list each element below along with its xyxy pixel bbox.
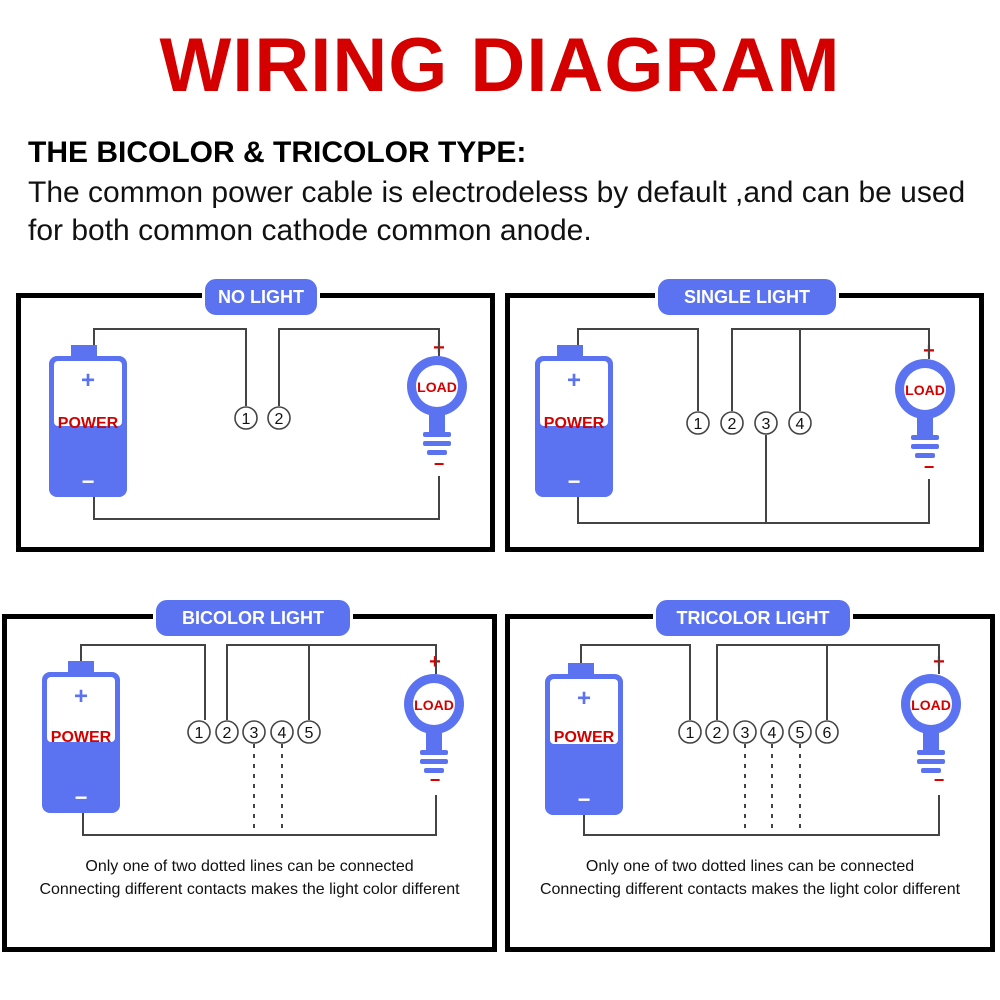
terminal-4-label: 4 (768, 725, 777, 742)
bulb-icon: LOAD + − (901, 651, 961, 790)
terminal-5-label: 5 (305, 725, 314, 742)
terminal-5[interactable]: 5 (297, 720, 321, 744)
terminal-2[interactable]: 2 (705, 720, 729, 744)
power-label: POWER (544, 415, 605, 432)
wire-power-to-1 (580, 644, 691, 720)
wire-power-to-1 (577, 328, 699, 411)
tricolor-dotted-wires (744, 744, 801, 835)
bicolor-note-line-1: Only one of two dotted lines can be conn… (85, 858, 414, 875)
terminal-3[interactable]: 3 (754, 411, 778, 435)
terminal-1[interactable]: 1 (234, 406, 258, 430)
terminal-4-label: 4 (278, 725, 287, 742)
panel-bicolor-light: + − POWER LOAD + − 1 (2, 597, 497, 952)
terminal-1[interactable]: 1 (686, 411, 710, 435)
battery-plus-sign: + (567, 367, 581, 394)
terminal-1[interactable]: 1 (187, 720, 211, 744)
wire-power-to-1 (93, 328, 247, 406)
terminal-2-label: 2 (713, 725, 722, 742)
battery-icon: + − POWER (545, 663, 623, 815)
tricolor-note-line-1: Only one of two dotted lines can be conn… (585, 858, 915, 875)
battery-minus-sign: − (568, 469, 581, 494)
wire-return (93, 476, 440, 520)
tricolor-light-circuit: + − POWER LOAD + − 1 (545, 644, 961, 836)
terminal-2[interactable]: 2 (720, 411, 744, 435)
panel-no-light: + − POWER LOAD + − 1 2 NO LIGHT (16, 276, 495, 552)
bulb-icon: LOAD + − (404, 651, 464, 790)
terminal-2[interactable]: 2 (215, 720, 239, 744)
terminal-1-label: 1 (694, 416, 703, 433)
panel-label-no-light: NO LIGHT (202, 276, 320, 318)
wire-2-to-load (278, 328, 440, 406)
terminal-4[interactable]: 4 (270, 720, 294, 744)
terminal-3-label: 3 (762, 416, 771, 433)
terminal-1-label: 1 (195, 725, 204, 742)
terminal-5-label: 5 (796, 725, 805, 742)
load-label: LOAD (414, 697, 454, 713)
terminal-1[interactable]: 1 (678, 720, 702, 744)
tricolor-light-wires (580, 644, 940, 836)
load-minus-sign: − (434, 454, 445, 474)
section-subtitle: THE BICOLOR & TRICOLOR TYPE: (28, 136, 527, 169)
wire-return (577, 479, 930, 524)
single-light-wires (577, 328, 930, 524)
section-description: The common power cable is electrodeless … (28, 176, 966, 247)
wire-power-to-1 (80, 644, 206, 720)
bicolor-note-line-2: Connecting different contacts makes the … (39, 881, 460, 898)
battery-plus-sign: + (577, 685, 591, 712)
wire-2-to-load (226, 644, 437, 720)
battery-minus-sign: − (75, 785, 88, 810)
wire-2-to-load (731, 328, 930, 411)
power-label: POWER (58, 415, 119, 432)
load-minus-sign: − (934, 770, 945, 790)
battery-icon: + − POWER (42, 661, 120, 813)
load-minus-sign: − (924, 457, 935, 477)
terminal-2-label: 2 (223, 725, 232, 742)
battery-plus-sign: + (74, 683, 88, 710)
bicolor-dotted-wires (253, 744, 283, 835)
terminal-4[interactable]: 4 (760, 720, 784, 744)
bulb-icon: LOAD + − (407, 337, 467, 474)
terminal-1-label: 1 (686, 725, 695, 742)
terminal-6[interactable]: 6 (815, 720, 839, 744)
wire-return (583, 795, 940, 836)
terminal-6-label: 6 (823, 725, 832, 742)
wire-return (82, 795, 437, 836)
load-label: LOAD (911, 697, 951, 713)
panel-tricolor-light: + − POWER LOAD + − 1 (505, 597, 995, 952)
bicolor-light-circuit: + − POWER LOAD + − 1 (42, 644, 464, 836)
bicolor-light-wires (80, 644, 437, 836)
terminal-2[interactable]: 2 (267, 406, 291, 430)
power-label: POWER (51, 729, 112, 746)
page-title: WIRING DIAGRAM (159, 23, 841, 108)
panel-single-light: + − POWER LOAD + − 1 2 (505, 276, 984, 552)
battery-minus-sign: − (82, 469, 95, 494)
battery-icon: + − POWER (49, 345, 127, 497)
terminal-2-label: 2 (275, 411, 284, 428)
power-label: POWER (554, 729, 615, 746)
no-light-wires (93, 328, 440, 520)
terminal-4[interactable]: 4 (788, 411, 812, 435)
terminal-3-label: 3 (741, 725, 750, 742)
panel-label-tricolor-light: TRICOLOR LIGHT (653, 597, 853, 639)
terminal-3[interactable]: 3 (242, 720, 266, 744)
single-light-circuit: + − POWER LOAD + − 1 2 (535, 328, 955, 524)
terminal-3[interactable]: 3 (733, 720, 757, 744)
tricolor-note-line-2: Connecting different contacts makes the … (539, 881, 961, 898)
terminal-5[interactable]: 5 (788, 720, 812, 744)
bulb-icon: LOAD + − (895, 340, 955, 477)
load-label: LOAD (417, 379, 457, 395)
battery-minus-sign: − (578, 787, 591, 812)
panel-label-single-light: SINGLE LIGHT (655, 276, 839, 318)
panel-label-bicolor-light: BICOLOR LIGHT (153, 597, 353, 639)
terminal-3-label: 3 (250, 725, 259, 742)
terminal-2-label: 2 (728, 416, 737, 433)
load-minus-sign: − (430, 770, 441, 790)
terminal-4-label: 4 (796, 416, 805, 433)
battery-plus-sign: + (81, 367, 95, 394)
load-label: LOAD (905, 382, 945, 398)
battery-icon: + − POWER (535, 345, 613, 497)
terminal-1-label: 1 (242, 411, 251, 428)
no-light-circuit: + − POWER LOAD + − 1 2 (49, 328, 467, 520)
